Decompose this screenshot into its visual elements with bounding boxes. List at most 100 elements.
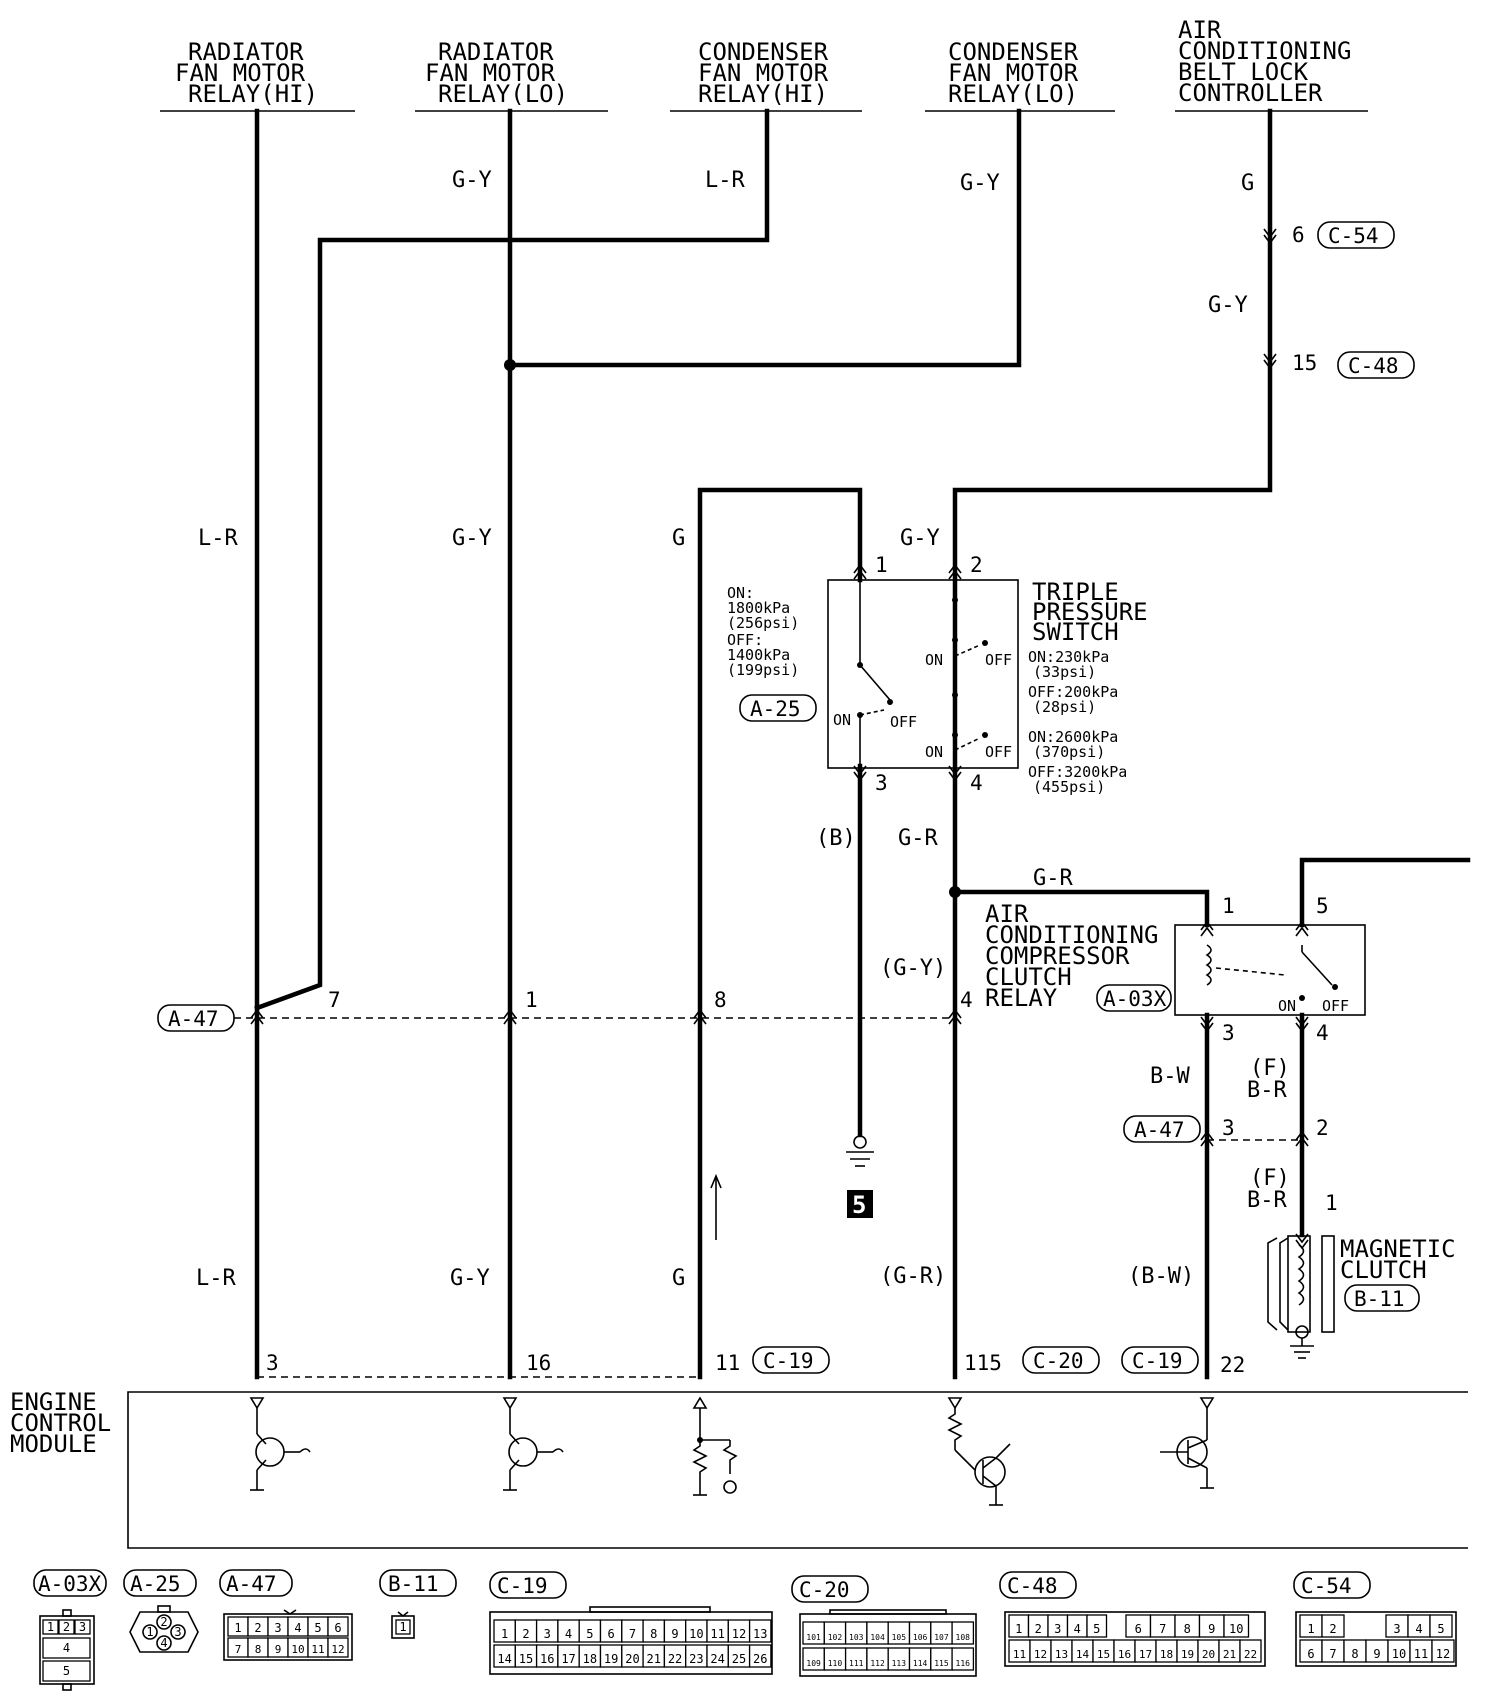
svg-text:5: 5 (852, 1191, 866, 1219)
svg-text:(33psi): (33psi) (1033, 663, 1096, 681)
svg-text:18: 18 (1160, 1648, 1173, 1661)
svg-text:(455psi): (455psi) (1033, 778, 1105, 796)
pin-cell: 22 (1239, 1639, 1262, 1663)
svg-text:24: 24 (710, 1652, 724, 1666)
svg-text:7: 7 (629, 1627, 636, 1641)
connector-tag-c48: C-48 (1337, 351, 1415, 379)
pin-cell: 5 (578, 1619, 602, 1643)
svg-text:OFF: OFF (1322, 997, 1349, 1015)
svg-text:14: 14 (497, 1652, 511, 1666)
svg-text:110: 110 (828, 1659, 843, 1668)
svg-text:FAN MOTOR: FAN MOTOR (175, 59, 306, 87)
pin-cell: 12 (327, 1637, 349, 1658)
svg-text:5: 5 (1437, 1622, 1444, 1636)
pin-cell: 7 (621, 1619, 644, 1643)
svg-text:A-03X: A-03X (38, 1572, 102, 1596)
pin-cell: 22 (663, 1644, 687, 1668)
junction-dot (504, 359, 516, 371)
wire-label: B-R (1247, 1078, 1287, 1103)
pin-number: 1 (1222, 894, 1235, 918)
svg-text:6: 6 (608, 1627, 615, 1641)
svg-text:C-48: C-48 (1007, 1574, 1058, 1598)
svg-text:ON: ON (833, 711, 851, 729)
svg-text:A-47: A-47 (226, 1572, 277, 1596)
svg-text:OFF:200kPa: OFF:200kPa (1028, 683, 1118, 701)
pin-cell: 4 (1407, 1614, 1431, 1638)
wire-label: G (672, 1266, 685, 1291)
svg-text:13: 13 (1055, 1648, 1068, 1661)
pin-number: 3 (266, 1351, 279, 1375)
wire-relay-5 (1299, 857, 1471, 928)
svg-text:CONDITIONING: CONDITIONING (1178, 37, 1351, 65)
wire-label: G-Y (450, 1266, 490, 1291)
legend-tag-b11: B-11 (379, 1569, 457, 1597)
ecm-driver-16 (502, 1397, 564, 1491)
pin-cell: 18 (1155, 1639, 1178, 1663)
svg-text:ON: ON (925, 651, 943, 669)
svg-text:RELAY(HI): RELAY(HI) (698, 80, 828, 108)
pin-cell: 23 (685, 1644, 708, 1668)
pin-cell: 1 (1008, 1614, 1030, 1638)
pin-cell: 14 (1071, 1639, 1094, 1663)
wire-label: L-R (196, 1266, 236, 1291)
pin-number: 6 (1292, 223, 1305, 247)
magnetic-clutch (1267, 1235, 1335, 1359)
connector-tag-c19: C-19 (752, 1346, 830, 1374)
svg-text:RADIATOR: RADIATOR (188, 38, 304, 66)
pin-cell: 7 (1321, 1639, 1345, 1663)
triple-pressure-switch-title: TRIPLE PRESSURE SWITCH (1032, 578, 1148, 646)
pin-cell: 8 (247, 1637, 269, 1658)
svg-text:4: 4 (160, 1636, 167, 1650)
pin-cell: 10 (685, 1619, 708, 1643)
legend-tag-c54: C-54 (1293, 1571, 1371, 1599)
svg-text:AIR: AIR (985, 900, 1029, 928)
svg-text:C-48: C-48 (1348, 354, 1399, 378)
svg-text:2: 2 (522, 1627, 529, 1641)
svg-text:111: 111 (849, 1659, 864, 1668)
svg-text:20: 20 (1202, 1648, 1215, 1661)
pin-cell: 18 (578, 1644, 602, 1668)
svg-text:17: 17 (1139, 1648, 1152, 1661)
pin-number: 115 (964, 1351, 1002, 1375)
pin-cell: 7 (227, 1637, 249, 1658)
svg-text:8: 8 (650, 1627, 657, 1641)
svg-text:1: 1 (47, 1620, 54, 1634)
svg-text:22: 22 (668, 1652, 682, 1666)
pin-cell: 5 (1429, 1614, 1453, 1638)
svg-text:ON: ON (925, 743, 943, 761)
svg-text:115: 115 (934, 1659, 949, 1668)
svg-text:22: 22 (1244, 1648, 1257, 1661)
wire-belt-lock (952, 108, 1273, 1380)
svg-text:3: 3 (79, 1620, 86, 1634)
pin-cell: 7 (1149, 1614, 1176, 1638)
pin-cell: 9 (1198, 1614, 1225, 1638)
legend-tag-a03x: A-03X (33, 1569, 107, 1597)
svg-text:ON:: ON: (727, 584, 754, 602)
wire-label: (B-W) (1128, 1264, 1194, 1289)
pin-number: 11 (715, 1351, 740, 1375)
svg-text:103: 103 (849, 1633, 864, 1642)
svg-text:4: 4 (1415, 1622, 1422, 1636)
pin-cell: 8 (1174, 1614, 1201, 1638)
pin-number: 8 (714, 988, 727, 1012)
svg-text:C-54: C-54 (1301, 1574, 1352, 1598)
legend-tag-a47: A-47 (219, 1569, 293, 1597)
svg-text:8: 8 (1184, 1622, 1191, 1636)
svg-text:5: 5 (1093, 1622, 1100, 1636)
pin-cell: 111 (844, 1647, 868, 1671)
pin-cell: 13 (1050, 1639, 1073, 1663)
connector-tag-c19-right: C-19 (1121, 1346, 1199, 1374)
svg-text:10: 10 (1392, 1647, 1406, 1661)
connector-tag-b11: B-11 (1344, 1284, 1420, 1312)
svg-text:15: 15 (519, 1652, 533, 1666)
pin-cell: 21 (642, 1644, 666, 1668)
pin-cell: 26 (748, 1644, 772, 1668)
svg-text:109: 109 (806, 1659, 821, 1668)
svg-text:8: 8 (255, 1643, 262, 1656)
svg-text:8: 8 (1351, 1647, 1358, 1661)
pin-cell: 4 (557, 1619, 580, 1643)
pin-cell: 8 (1343, 1639, 1367, 1663)
svg-text:1: 1 (501, 1627, 508, 1641)
